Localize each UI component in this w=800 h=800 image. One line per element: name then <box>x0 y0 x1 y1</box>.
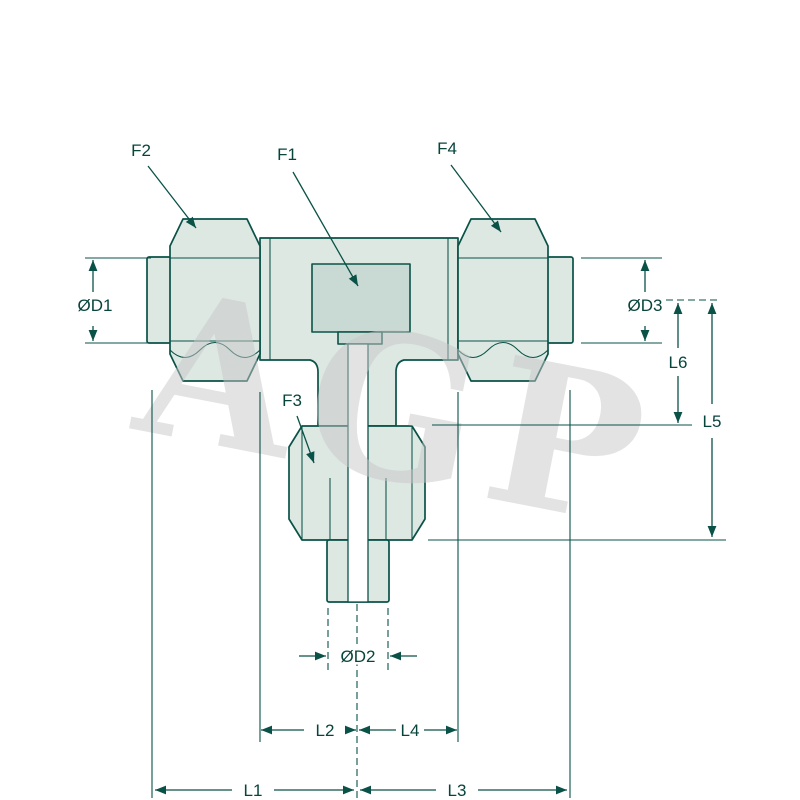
label-f2: F2 <box>131 141 151 160</box>
bottom-nut-tube-detail <box>329 478 387 540</box>
label-f1: F1 <box>277 145 297 164</box>
ext-od1 <box>85 257 151 344</box>
bottom-nut-facets <box>301 426 413 540</box>
leader-f4 <box>450 164 502 233</box>
bore-cutaway <box>347 343 369 603</box>
ext-od3 <box>581 257 662 344</box>
labels: F2 F1 F4 F3 ØD1 ØD3 L6 L5 ØD2 L2 L4 L1 L… <box>75 137 724 800</box>
center-block <box>311 263 411 333</box>
right-nut-facets <box>458 257 548 342</box>
body-flange-lines <box>269 238 449 360</box>
leader-f2 <box>147 165 197 229</box>
left-nut-thread-detail <box>169 341 261 359</box>
label-l4: L4 <box>401 721 420 740</box>
label-l2: L2 <box>316 721 335 740</box>
label-l1: L1 <box>244 781 263 800</box>
dimensions <box>85 164 726 798</box>
label-od1: ØD1 <box>78 296 113 315</box>
left-nut-facets <box>170 257 260 342</box>
label-f4: F4 <box>437 139 457 158</box>
right-nut-thread-detail <box>457 341 549 359</box>
label-l5: L5 <box>703 412 722 431</box>
label-f3: F3 <box>282 391 302 410</box>
leader-f3 <box>296 415 315 464</box>
label-l3: L3 <box>448 781 467 800</box>
fitting-drawing <box>146 218 574 603</box>
ext-od2 <box>327 608 389 674</box>
watermark: AGP <box>119 245 675 575</box>
leader-f1 <box>292 171 359 287</box>
label-od3: ØD3 <box>628 296 663 315</box>
label-od2: ØD2 <box>341 647 376 666</box>
label-l6: L6 <box>669 353 688 372</box>
